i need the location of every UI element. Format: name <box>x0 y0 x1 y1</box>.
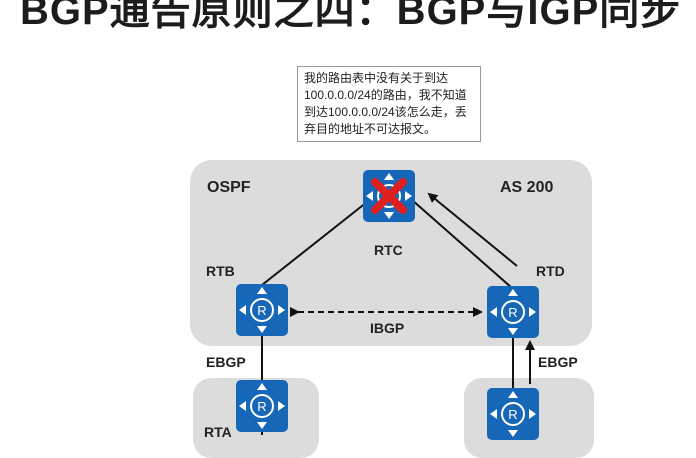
callout-line-4: 弃目的地址不可达报文。 <box>304 122 437 136</box>
as-number-label: AS 200 <box>500 179 554 196</box>
topology-links <box>261 192 535 435</box>
drop-callout: 我的路由表中没有关于到达 100.0.0.0/24的路由，我不知道 到达100.… <box>297 66 481 142</box>
red-x-icon <box>371 178 407 214</box>
router-icon: R <box>239 383 285 429</box>
link-rtb-rtc <box>261 201 368 286</box>
link-rtd-rtc <box>411 199 513 289</box>
router-icon: R <box>490 391 536 437</box>
rtb-label: RTB <box>206 263 235 279</box>
callout-line-3: 到达100.0.0.0/24该怎么走，丢 <box>304 105 467 119</box>
callout-line-1: 我的路由表中没有关于到达 <box>304 71 449 85</box>
callout-line-2: 100.0.0.0/24的路由，我不知道 <box>304 88 467 102</box>
router-icon: R <box>239 287 285 333</box>
rta-label: RTA <box>204 424 232 440</box>
rtc-label: RTC <box>374 242 403 258</box>
router-rtd: R <box>487 286 539 338</box>
router-rte: R <box>487 388 539 440</box>
path-arrow-rtd-rtc <box>427 192 518 267</box>
router-rta: R <box>236 380 288 432</box>
ospf-label: OSPF <box>207 179 251 196</box>
router-rtb: R <box>236 284 288 336</box>
svg-text:R: R <box>508 407 517 422</box>
router-icon <box>366 173 412 219</box>
router-icon: R <box>490 289 536 335</box>
ebgp-left-label: EBGP <box>206 354 246 370</box>
rtd-label: RTD <box>536 263 565 279</box>
svg-text:R: R <box>257 303 266 318</box>
svg-text:R: R <box>508 305 517 320</box>
page-title: BGP通告原则之四：BGP与IGP同步 <box>20 0 682 33</box>
ebgp-right-label: EBGP <box>538 354 578 370</box>
router-rtc <box>363 170 415 222</box>
svg-text:R: R <box>257 399 266 414</box>
ibgp-label: IBGP <box>370 320 405 336</box>
